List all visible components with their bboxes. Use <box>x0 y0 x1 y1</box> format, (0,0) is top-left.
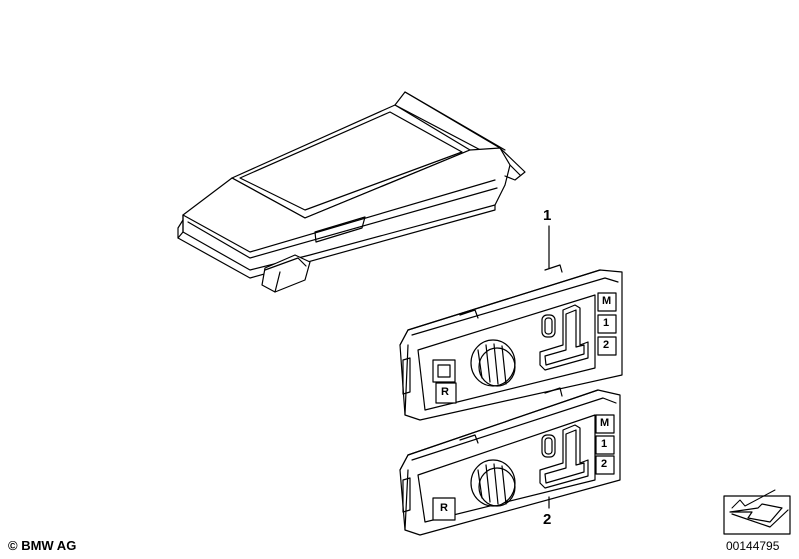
button-letter-2-upper: 2 <box>603 339 610 351</box>
seat-adjustment-switch-lower <box>399 387 621 536</box>
copyright-text: © BMW AG <box>8 538 77 553</box>
navigation-arrow-icon <box>723 489 791 535</box>
button-letter-r-upper: R <box>441 386 449 398</box>
button-letter-m-upper: M <box>602 295 612 307</box>
callout-part-1: 1 <box>543 207 552 224</box>
seat-adjustment-switch-upper <box>399 264 623 421</box>
button-letter-1-upper: 1 <box>603 317 610 329</box>
button-letter-2-lower: 2 <box>601 458 608 470</box>
button-letter-1-lower: 1 <box>601 438 608 450</box>
armrest-console <box>177 91 526 293</box>
document-number: 00144795 <box>726 539 780 553</box>
button-letter-m-lower: M <box>600 417 610 429</box>
callout-part-2: 2 <box>543 511 552 528</box>
button-letter-r-lower: R <box>440 502 448 514</box>
